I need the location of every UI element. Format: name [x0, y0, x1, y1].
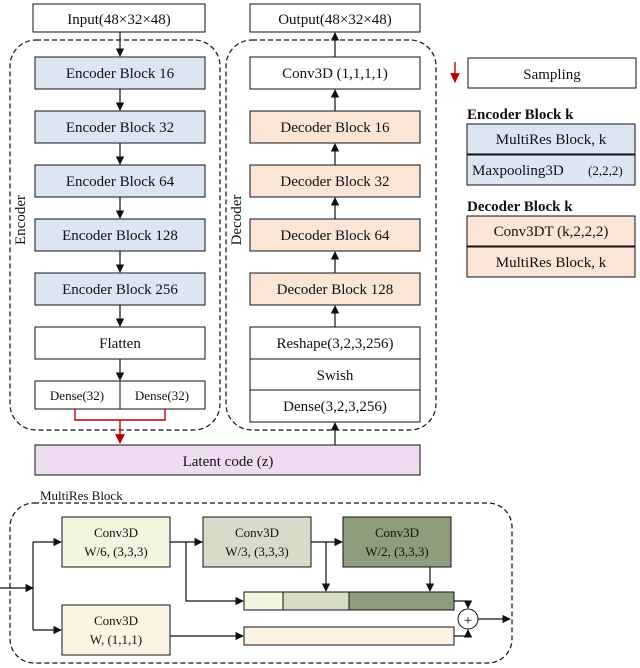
legend-encoder-item1	[466, 123, 636, 155]
conv-w-line1: Conv3D	[94, 613, 138, 628]
latent-code-text: Latent code (z)	[183, 454, 274, 470]
output-box	[249, 3, 421, 33]
multires-group	[9, 502, 513, 664]
add-symbol: +	[464, 613, 472, 629]
encoder-block-256	[34, 272, 206, 306]
encoder-block-256-label: Encoder Block 256	[62, 282, 178, 298]
legend-decoder-title: Decoder Block k	[467, 199, 573, 215]
decoder-block-16-label: Decoder Block 16	[280, 120, 390, 136]
legend-encoder-title: Encoder Block k	[467, 107, 574, 123]
conv-w3-line2: W/3, (3,3,3)	[225, 544, 289, 559]
conv-w2-line1: Conv3D	[375, 525, 419, 540]
decoder-block-32	[249, 164, 421, 198]
encoder-block-128-label: Encoder Block 128	[62, 228, 178, 244]
decoder-block-64	[249, 218, 421, 252]
legend-decoder-item2-text: MultiRes Block, k	[496, 255, 607, 271]
reshape-text: Reshape(3,2,3,256)	[276, 336, 393, 352]
multires-arrows	[0, 537, 511, 641]
encoder-block-128	[34, 218, 206, 252]
dense-mu-text: Dense(32)	[50, 388, 104, 403]
encoder-group	[9, 39, 221, 431]
conv-w3-line1: Conv3D	[235, 525, 279, 540]
conv-w6-line1: Conv3D	[94, 525, 138, 540]
encoder-block-64	[34, 164, 206, 198]
legend-encoder-item2	[466, 154, 636, 186]
sampling-arrow	[74, 409, 166, 444]
swish-text: Swish	[317, 368, 354, 384]
dense-reshape-stack	[249, 326, 421, 423]
input-text: Input(48×32×48)	[67, 12, 171, 28]
legend-decoder-item1	[466, 215, 636, 247]
decoder-block-128	[249, 272, 421, 306]
encoder-block-32-label: Encoder Block 32	[66, 120, 174, 136]
conv-w-line2: W, (1,1,1)	[90, 632, 142, 647]
decoder-block-32-label: Decoder Block 32	[280, 174, 389, 190]
conv-w2-box	[342, 516, 452, 568]
latent-code-box	[34, 444, 421, 476]
conv-w-box	[61, 604, 171, 656]
residual-bar	[243, 626, 455, 646]
decoder-label: Decoder	[229, 195, 245, 246]
conv-w3-box	[202, 516, 312, 568]
encoder-block-64-label: Encoder Block 64	[66, 174, 175, 190]
conv-w6-line2: W/6, (3,3,3)	[84, 544, 148, 559]
encoder-block-16	[34, 56, 206, 90]
encoder-block-16-label: Encoder Block 16	[66, 66, 175, 82]
dense-decoder-text: Dense(3,2,3,256)	[283, 399, 387, 415]
flatten-box	[34, 326, 206, 360]
encoder-label: Encoder	[13, 195, 29, 245]
decoder-block-64-label: Decoder Block 64	[280, 228, 390, 244]
decoder-block-128-label: Decoder Block 128	[277, 282, 394, 298]
flatten-text: Flatten	[99, 336, 141, 352]
decoder-block-16	[249, 110, 421, 144]
concat-bar	[243, 591, 455, 611]
legend-sampling-text: Sampling	[523, 67, 581, 83]
conv3d-output-text: Conv3D (1,1,1,1)	[282, 66, 388, 82]
legend-encoder-item2-text: Maxpooling3D	[472, 163, 564, 179]
legend-decoder-item2	[466, 246, 636, 278]
legend-encoder-item1-text: MultiRes Block, k	[496, 132, 607, 148]
dense-sigma-text: Dense(32)	[135, 388, 189, 403]
legend-sampling-box	[467, 57, 637, 89]
multires-title: MultiRes Block	[40, 488, 123, 503]
conv-w2-line2: W/2, (3,3,3)	[365, 544, 429, 559]
input-box	[32, 3, 206, 33]
legend-decoder-item1-text: Conv3DT (k,2,2,2)	[494, 224, 609, 240]
legend-encoder-item2-param: (2,2,2)	[588, 163, 623, 178]
conv-w6-box	[61, 516, 171, 568]
output-text: Output(48×32×48)	[278, 12, 392, 28]
